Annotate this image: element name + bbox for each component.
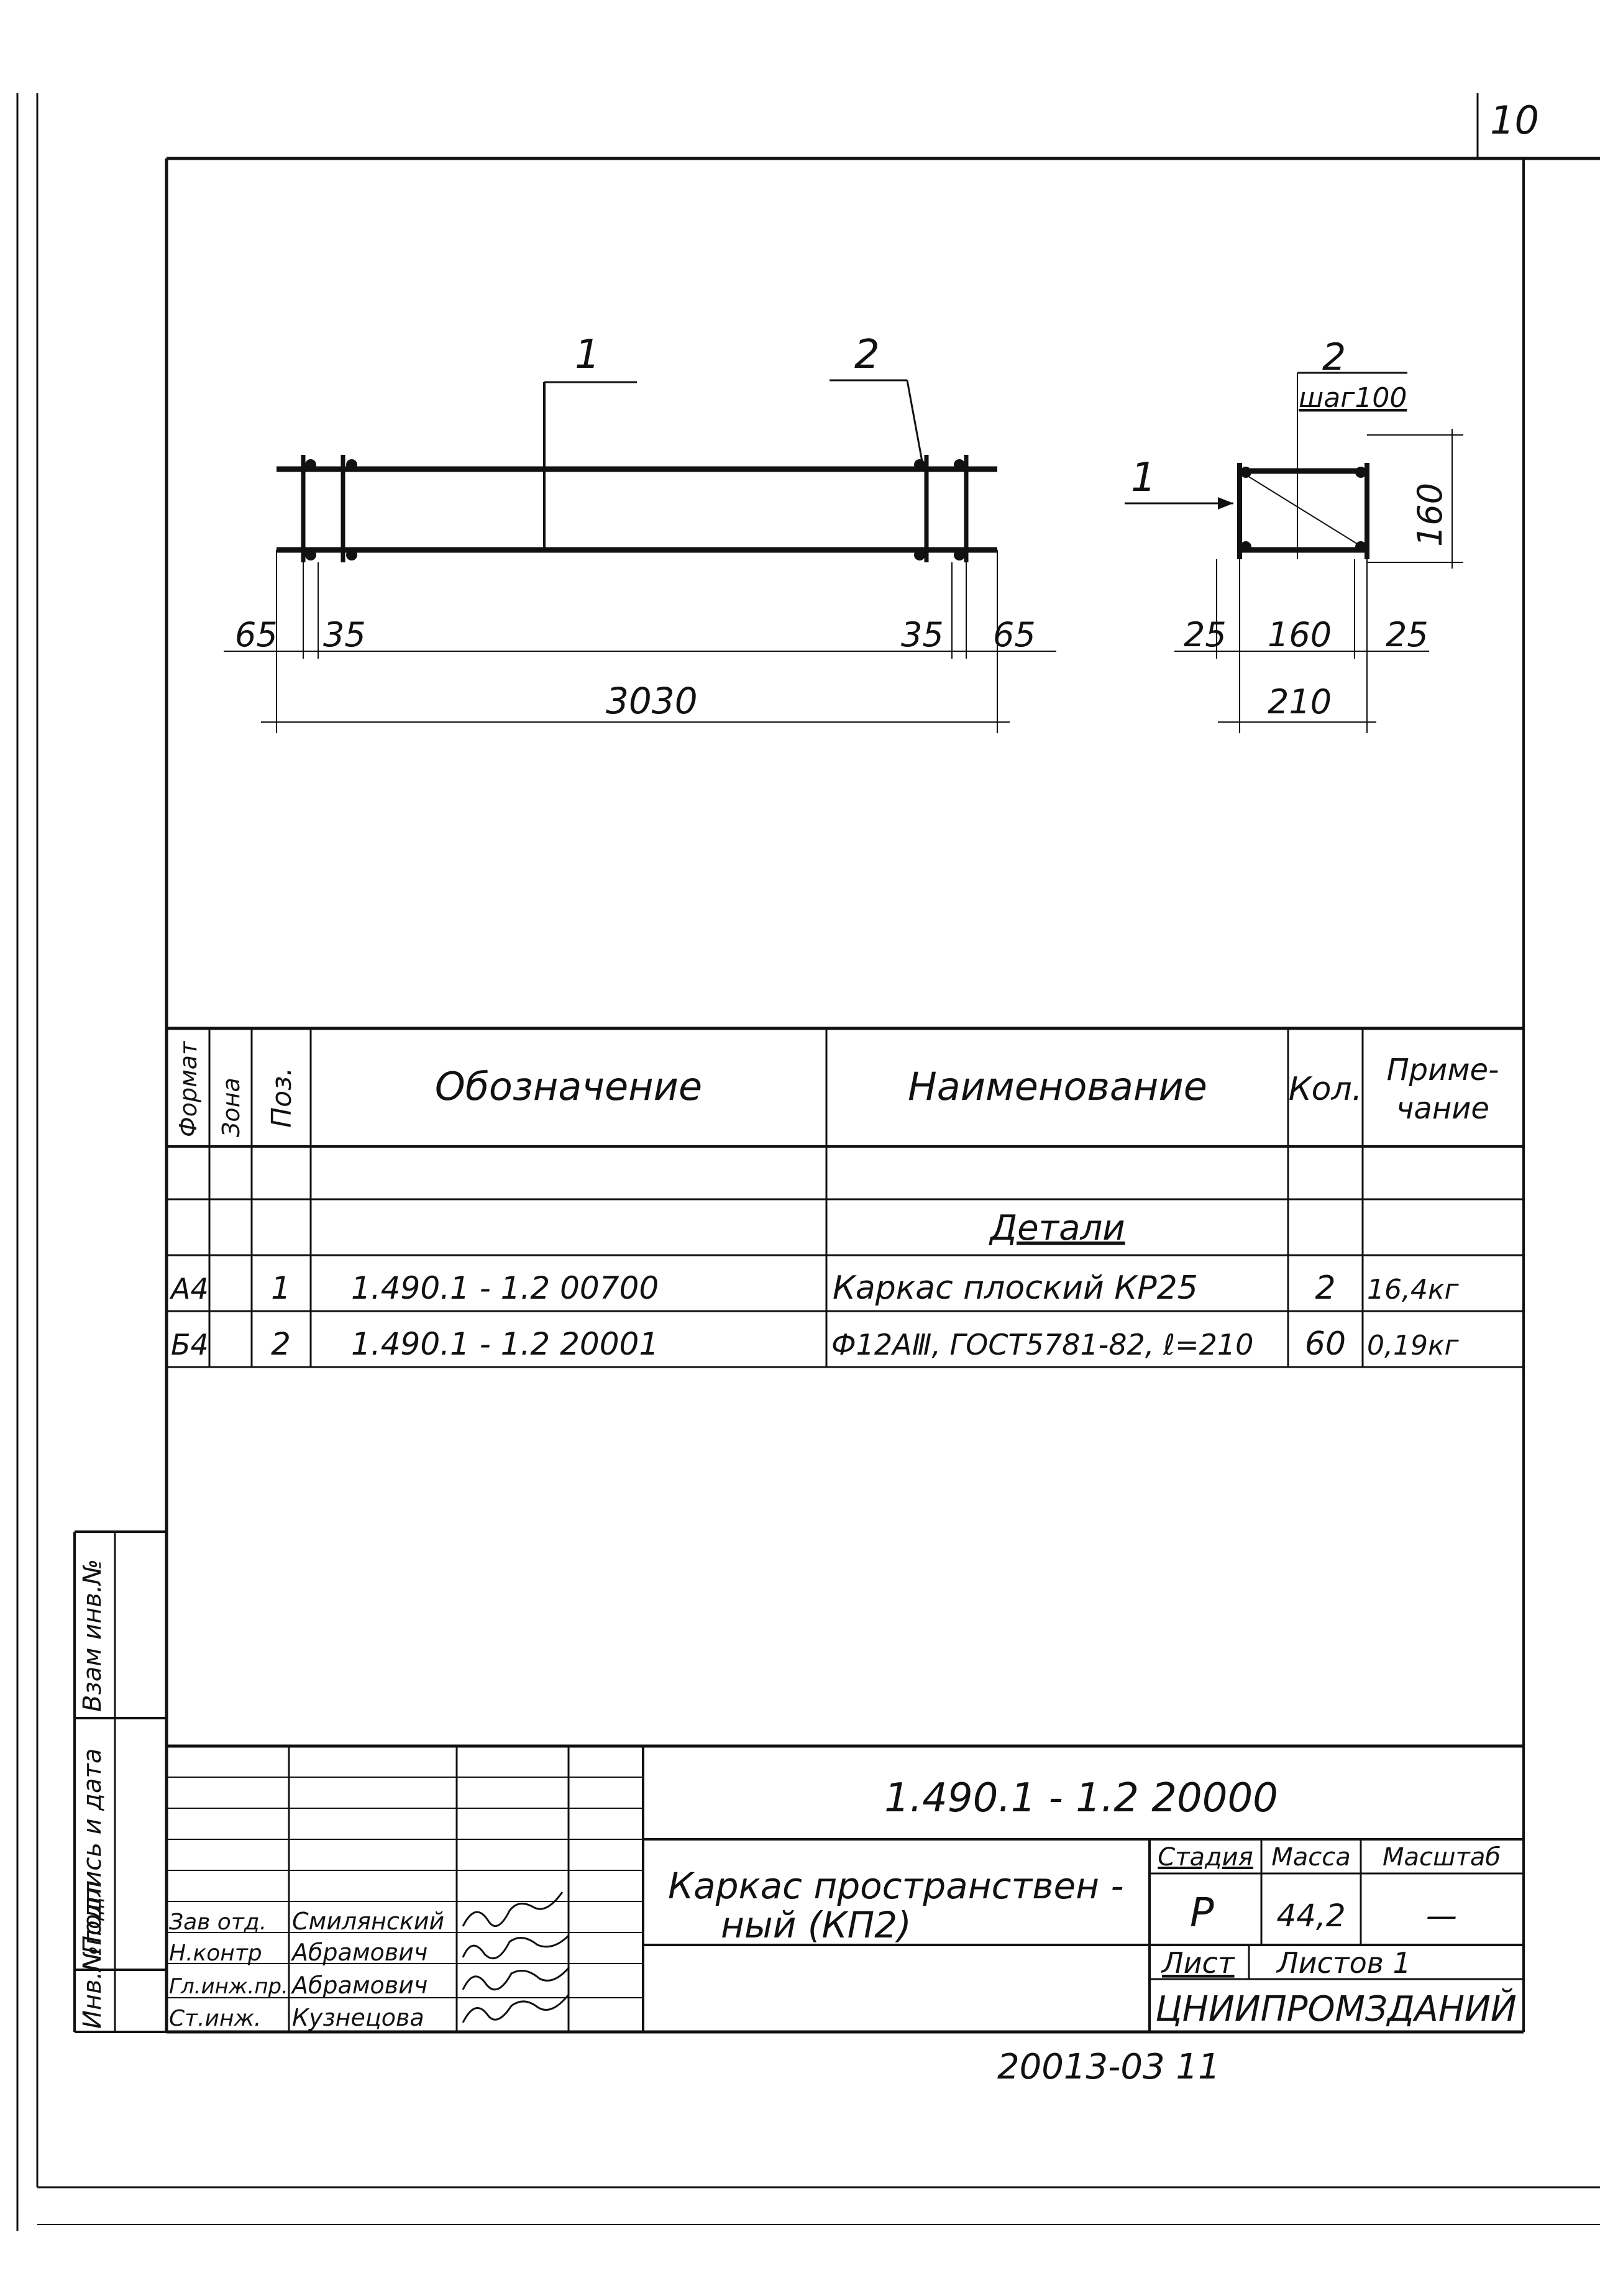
table-row: А4 1 1.490.1 - 1.2 00700 Каркас плоский … bbox=[169, 1269, 1460, 1307]
section-dim-right: 25 bbox=[1386, 615, 1429, 654]
sheet-label: Лист bbox=[1161, 1946, 1235, 1980]
mass-value: 44,2 bbox=[1276, 1898, 1345, 1934]
header-designation: Обозначение bbox=[435, 1064, 702, 1109]
header-qty: Кол. bbox=[1289, 1071, 1363, 1108]
header-note-line1: Приме- bbox=[1387, 1053, 1499, 1087]
organization-name: ЦНИИПРОМЗДАНИЙ bbox=[1155, 1989, 1517, 2029]
sheet-frame bbox=[16, 93, 1600, 2231]
page-number: 10 bbox=[1490, 98, 1539, 143]
sig-name-1: Смилянский bbox=[292, 1908, 444, 1935]
section-dim-height: 160 bbox=[1410, 483, 1450, 547]
stage-value: Р bbox=[1190, 1890, 1214, 1936]
section-callout-2: 2 bbox=[1322, 336, 1346, 379]
mass-label: Масса bbox=[1271, 1843, 1351, 1872]
scale-label: Масштаб bbox=[1383, 1843, 1501, 1872]
row-1-designation: 1.490.1 - 1.2 00700 bbox=[351, 1270, 659, 1306]
row-1-note: 16,4кг bbox=[1367, 1274, 1460, 1306]
side-stamp-grid bbox=[73, 1530, 167, 2033]
row-2-designation: 1.490.1 - 1.2 20001 bbox=[351, 1326, 659, 1362]
side-view bbox=[224, 379, 1056, 733]
dim-right-inner: 35 bbox=[901, 615, 944, 654]
sig-name-4: Кузнецова bbox=[292, 2004, 424, 2031]
row-1-qty: 2 bbox=[1315, 1269, 1335, 1307]
header-format: Формат bbox=[175, 1040, 202, 1137]
dim-left-inner: 35 bbox=[323, 615, 366, 654]
sig-role-2: Н.контр bbox=[169, 1941, 262, 1966]
sig-role-1: Зав отд. bbox=[169, 1910, 267, 1935]
sig-role-4: Ст.инж. bbox=[169, 2006, 261, 2031]
side-callout-2: 2 bbox=[854, 332, 880, 378]
side-view-dots bbox=[305, 459, 965, 560]
dim-total-length: 3030 bbox=[606, 680, 698, 722]
table-row: Б4 2 1.490.1 - 1.2 20001 Ф12АⅢ, ГОСТ5781… bbox=[171, 1325, 1460, 1363]
header-zone: Зона bbox=[217, 1077, 245, 1137]
section-dots bbox=[1240, 467, 1366, 552]
row-1-format: А4 bbox=[169, 1272, 209, 1306]
signature-rows: Зав отд. Смилянский Н.контр Абрамович Гл… bbox=[169, 1908, 444, 2031]
row-1-name: Каркас плоский КР25 bbox=[833, 1269, 1198, 1307]
dim-left-outer: 65 bbox=[235, 615, 278, 654]
section-step-note: шаг100 bbox=[1299, 382, 1407, 414]
row-2-format: Б4 bbox=[171, 1328, 209, 1361]
header-pos: Поз. bbox=[266, 1068, 298, 1128]
sig-name-2: Абрамович bbox=[290, 1939, 427, 1966]
stamp-vzam: Взам инв.№ bbox=[78, 1559, 107, 1712]
section-view bbox=[1125, 372, 1463, 733]
spec-table-grid bbox=[167, 1027, 1524, 1368]
section-dim-left: 25 bbox=[1184, 615, 1227, 654]
doc-code: 1.490.1 - 1.2 20000 bbox=[884, 1775, 1278, 1821]
row-2-qty: 60 bbox=[1305, 1325, 1346, 1363]
sig-role-3: Гл.инж.пр. bbox=[169, 1974, 288, 1999]
handwritten-signatures bbox=[462, 1891, 570, 2023]
stamp-inv-podl: Инв.№подл bbox=[78, 1881, 107, 2029]
title-block-grid bbox=[167, 1744, 1524, 2034]
side-callout-1: 1 bbox=[575, 332, 600, 378]
bottom-code: 20013-03 11 bbox=[997, 2047, 1220, 2087]
stamp-podpis: Подпись и дата bbox=[78, 1749, 107, 1954]
stage-label: Стадия bbox=[1158, 1843, 1253, 1872]
dim-right-outer: 65 bbox=[993, 615, 1036, 654]
sheets-label: Листов 1 bbox=[1276, 1946, 1411, 1980]
section-title: Детали bbox=[988, 1208, 1125, 1248]
row-2-pos: 2 bbox=[271, 1326, 291, 1362]
header-note-line2: чание bbox=[1396, 1091, 1489, 1126]
row-2-note: 0,19кг bbox=[1367, 1330, 1460, 1361]
title-line2: ный (КП2) bbox=[721, 1904, 912, 1946]
row-1-pos: 1 bbox=[271, 1270, 291, 1306]
arrow-head bbox=[1218, 497, 1233, 510]
section-callout-1: 1 bbox=[1131, 455, 1156, 501]
scale-value: — bbox=[1426, 1898, 1457, 1934]
sig-name-3: Абрамович bbox=[290, 1972, 427, 1999]
header-name: Наименование bbox=[908, 1064, 1207, 1109]
title-line1: Каркас пространствен - bbox=[668, 1865, 1123, 1907]
row-2-name: Ф12АⅢ, ГОСТ5781-82, ℓ=210 bbox=[831, 1328, 1253, 1361]
section-dim-mid: 160 bbox=[1268, 615, 1332, 654]
section-dim-total: 210 bbox=[1268, 682, 1332, 721]
